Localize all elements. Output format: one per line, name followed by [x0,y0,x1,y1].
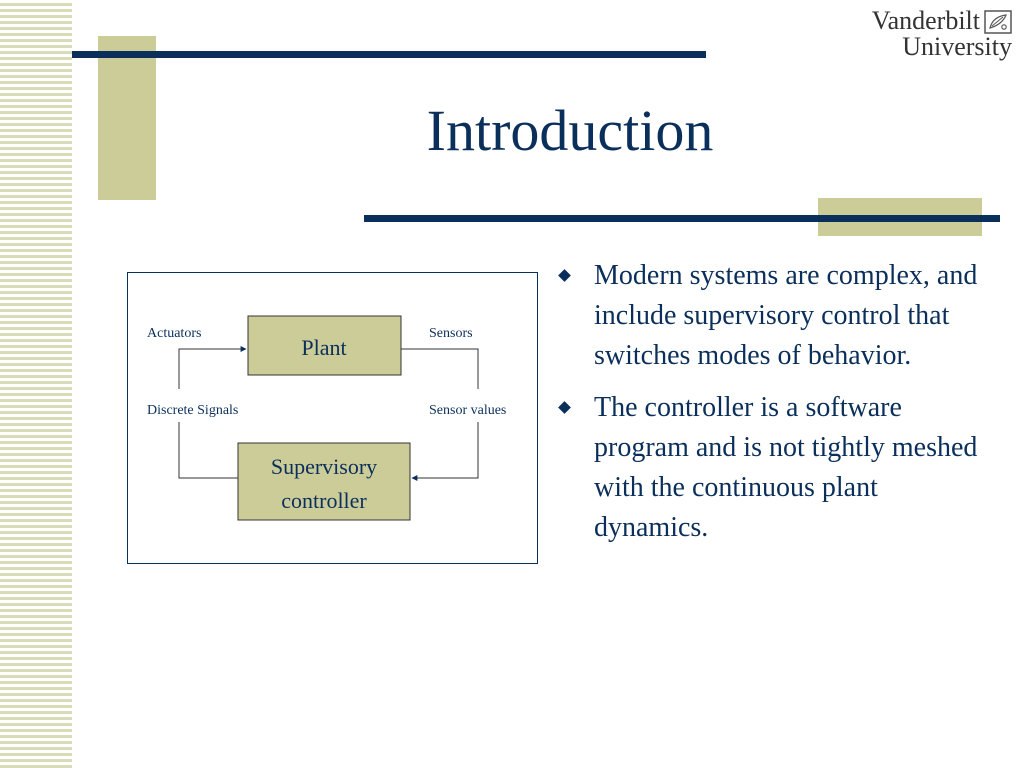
sensor-feedback-line [401,348,479,478]
supervisory-controller-box [237,442,411,521]
actuators-label: Actuators [147,326,201,341]
diamond-bullet-icon [558,401,571,414]
navy-rule-bottom [364,215,1000,222]
bullet-item: Modern systems are complex, and include … [556,256,996,376]
actuator-command-line [178,349,246,479]
sensors-label: Sensors [429,326,473,341]
khaki-accent-block-left [98,36,156,200]
controller-label-line1: Supervisory [271,454,377,479]
sensor-values-label: Sensor values [429,403,506,418]
diamond-bullet-icon [558,269,571,282]
bullet-text: Modern systems are complex, and include … [594,260,978,371]
control-loop-diagram: Plant Supervisory controller Actuators S… [127,272,538,564]
left-striped-border [0,0,72,768]
logo-text-line1: Vanderbilt [871,6,980,35]
bullet-item: The controller is a software program and… [556,388,996,548]
plant-label: Plant [301,335,346,360]
logo-text-line2: University [902,32,1012,61]
slide-title: Introduction [426,98,714,163]
vanderbilt-logo: Vanderbilt University [866,6,1016,66]
bullet-text: The controller is a software program and… [594,392,978,543]
discrete-signals-label: Discrete Signals [147,403,238,418]
bullet-list: Modern systems are complex, and include … [556,256,996,560]
navy-rule-top [72,51,706,58]
oak-leaf-seal-icon [984,10,1012,34]
controller-label-line2: controller [281,488,367,513]
